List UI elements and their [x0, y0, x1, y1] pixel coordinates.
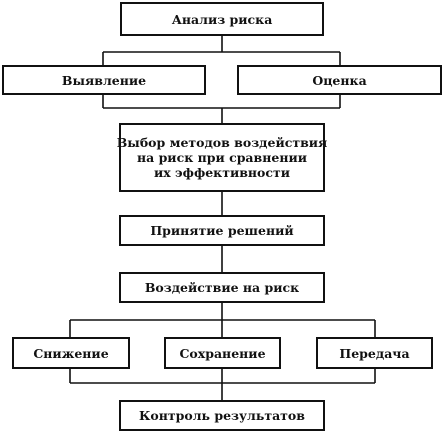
box-impact-label: Воздействие на риск [144, 280, 300, 295]
box-transfer: Передача [316, 337, 433, 369]
box-select-methods-line2: на риск при сравнении [136, 150, 308, 165]
box-decision-label: Принятие решений [150, 223, 294, 238]
box-select-methods-line3: их эффективности [153, 165, 291, 180]
box-select-methods-line1: Выбор методов воздействия [116, 135, 328, 150]
box-retention: Сохранение [164, 337, 281, 369]
box-control: Контроль результатов [119, 400, 325, 431]
box-control-label: Контроль результатов [139, 408, 305, 423]
box-select-methods: Выбор методов воздействия на риск при ср… [116, 123, 328, 192]
box-risk-analysis: Анализ риска [120, 2, 324, 36]
box-assessment-label: Оценка [312, 72, 367, 88]
box-reduction-label: Снижение [33, 345, 109, 361]
box-impact: Воздействие на риск [119, 272, 325, 303]
box-assessment: Оценка [237, 65, 442, 95]
box-risk-analysis-label: Анализ риска [171, 11, 273, 27]
box-transfer-label: Передача [339, 345, 410, 361]
box-identification-label: Выявление [61, 72, 147, 88]
box-retention-label: Сохранение [179, 345, 266, 361]
box-decision: Принятие решений [119, 215, 325, 246]
box-identification: Выявление [2, 65, 206, 95]
box-reduction: Снижение [12, 337, 130, 369]
